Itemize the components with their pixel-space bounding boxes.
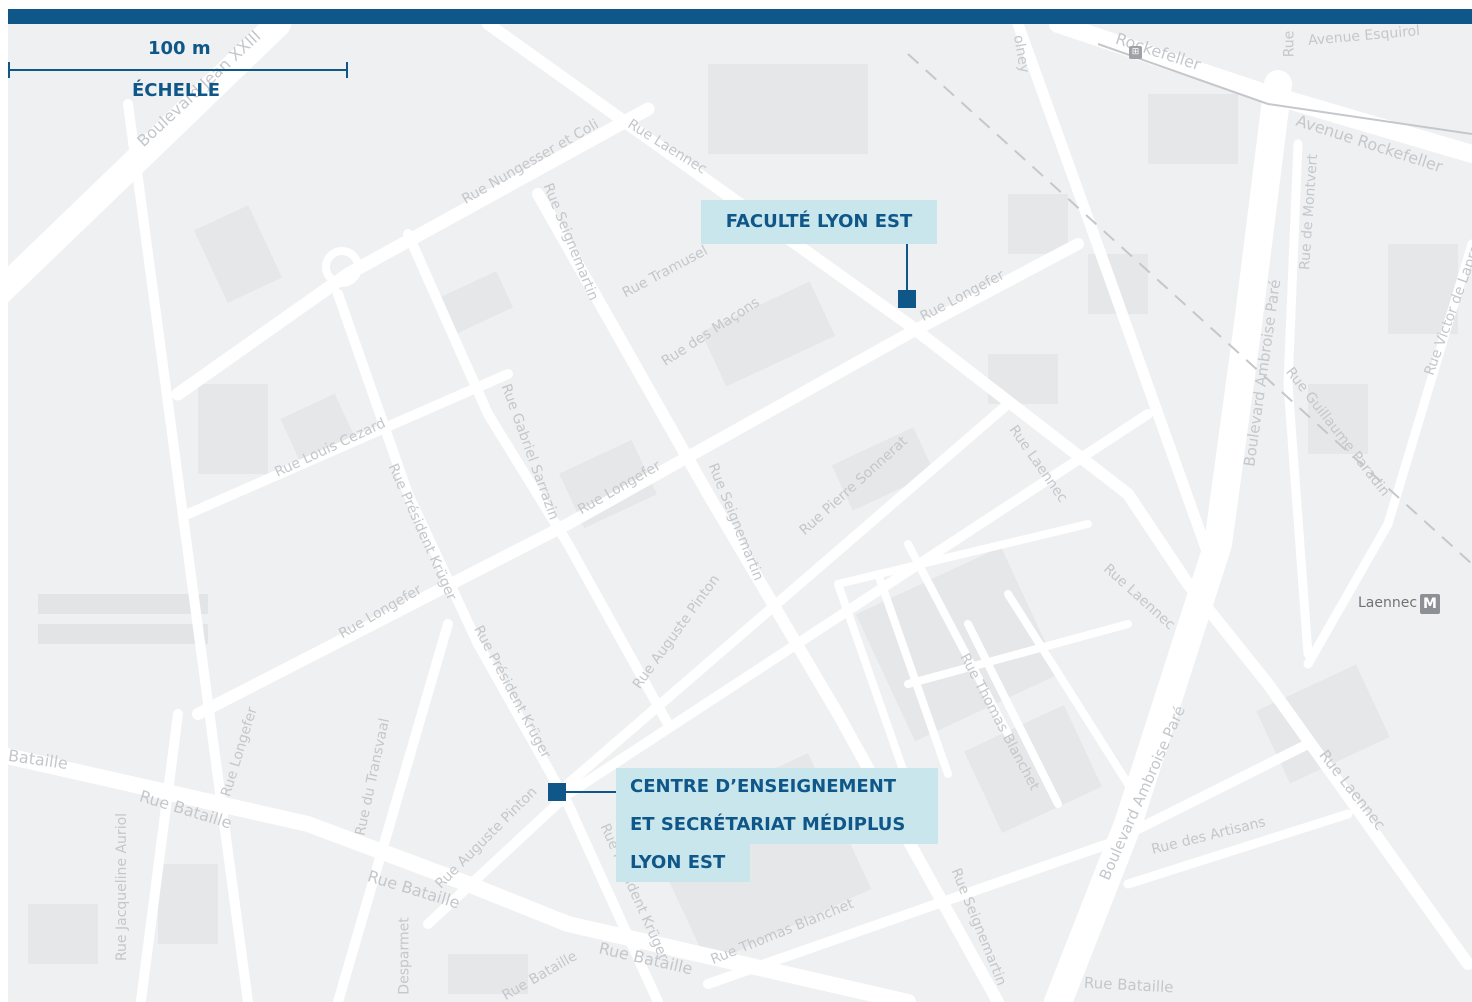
- railway-lines: [907, 43, 1472, 565]
- street-label-desparmet: Desparmet: [396, 917, 413, 995]
- centre-callout-line-1[interactable]: CENTRE D’ENSEIGNEMENT: [616, 768, 938, 806]
- roads: [8, 24, 1472, 1002]
- tram-icon: ⊞: [1129, 46, 1142, 59]
- faculte-callout-label: FACULTÉ LYON EST: [725, 211, 913, 232]
- header-bar: [8, 9, 1472, 24]
- faculte-callout[interactable]: FACULTÉ LYON EST: [701, 200, 937, 244]
- street-label-rue: Rue: [1281, 30, 1298, 58]
- faculte-location-marker[interactable]: [898, 290, 916, 308]
- centre-callout-text-1: CENTRE D’ENSEIGNEMENT: [630, 776, 897, 797]
- centre-callout-line-3[interactable]: LYON EST: [616, 844, 750, 882]
- metro-icon: M: [1420, 594, 1440, 614]
- centre-location-marker[interactable]: [548, 783, 566, 801]
- scale-bar: [8, 69, 348, 71]
- centre-callout-line-2[interactable]: ET SECRÉTARIAT MÉDIPLUS: [616, 806, 938, 844]
- roundabout: [322, 247, 362, 287]
- scale-bar-right-tick: [346, 62, 348, 78]
- centre-callout-text-3: LYON EST: [630, 852, 726, 873]
- scale-bar-left-tick: [8, 62, 10, 78]
- metro-station-label: Laennec: [1358, 595, 1418, 611]
- scale-distance: 100 m: [148, 38, 211, 59]
- map-canvas[interactable]: Boulevard Jean XXIII Rue Nungesser et Co…: [8, 24, 1472, 1002]
- centre-callout-connector: [566, 791, 616, 793]
- scale-caption: ÉCHELLE: [132, 80, 221, 101]
- faculte-callout-connector: [906, 244, 908, 290]
- centre-callout-text-2: ET SECRÉTARIAT MÉDIPLUS: [630, 814, 906, 835]
- street-label-rue-jacqueline-auriol: Rue Jacqueline Auriol: [114, 812, 131, 962]
